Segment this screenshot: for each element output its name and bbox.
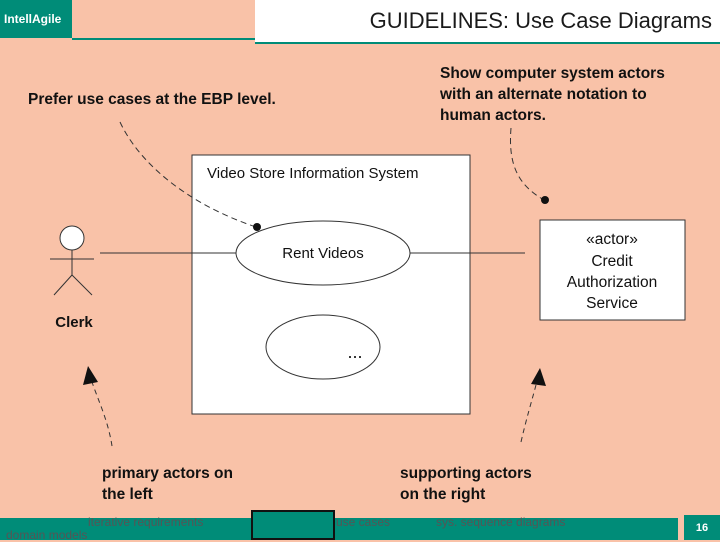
footer-current-marker: [251, 510, 335, 540]
actor-note-anchor: [541, 196, 549, 204]
clerk-stick-figure-icon: [50, 225, 94, 296]
header-divider-left: [72, 38, 255, 40]
primary-arrow-line: [91, 381, 113, 447]
actor-name-line-2: Authorization: [567, 274, 657, 291]
page-title-text: GUIDELINES: Use Case Diagrams: [369, 8, 712, 33]
note-supporting-line-1: supporting actors: [400, 465, 532, 482]
use-case-other: [265, 314, 381, 380]
note-computer-actors-line-3: human actors.: [440, 107, 546, 124]
note-primary-line-2: the left: [102, 486, 153, 503]
note-supporting-actors: supporting actors on the right: [400, 463, 532, 505]
credit-service-actor-box: [539, 219, 686, 321]
footer-iterative-requirements[interactable]: iterative requirements: [88, 515, 204, 529]
note-supporting-line-2: on the right: [400, 486, 486, 503]
use-case-rent-videos: [235, 220, 411, 286]
ebp-note-connector: [119, 121, 257, 228]
actor-stereotype: «actor»: [586, 231, 638, 248]
actor-note-connector: [509, 127, 545, 201]
actor-name-line-1: Credit: [591, 253, 633, 270]
footer-use-cases[interactable]: use cases: [336, 515, 391, 529]
note-computer-actors-line-2: with an alternate notation to: [440, 86, 647, 103]
use-case-ellipsis: ...: [347, 342, 362, 362]
clerk-label: Clerk: [55, 314, 93, 331]
note-primary-line-1: primary actors on: [102, 465, 233, 482]
ebp-note-anchor: [253, 223, 261, 231]
note-ebp: Prefer use cases at the EBP level.: [28, 91, 276, 108]
note-computer-actors-line-1: Show computer system actors: [440, 65, 665, 82]
footer-bar: [0, 518, 678, 540]
brand-label: IntellAgile: [0, 0, 72, 38]
use-case-rent-videos-label: Rent Videos: [282, 245, 363, 262]
footer-domain-models[interactable]: domain models: [6, 528, 88, 542]
supporting-arrow-head: [531, 368, 546, 386]
page-number: 16: [684, 515, 720, 540]
supporting-arrow-line: [520, 384, 537, 443]
system-name: Video Store Information System: [207, 165, 419, 182]
note-computer-actors: Show computer system actors with an alte…: [440, 63, 665, 126]
header-divider-right: [255, 42, 720, 44]
actor-name-line-3: Service: [586, 295, 638, 312]
primary-arrow-head: [83, 366, 98, 385]
footer-ssd[interactable]: sys. sequence diagrams: [436, 515, 566, 529]
note-primary-actors: primary actors on the left: [102, 463, 233, 505]
page-title: GUIDELINES: Use Case Diagrams: [255, 0, 720, 42]
